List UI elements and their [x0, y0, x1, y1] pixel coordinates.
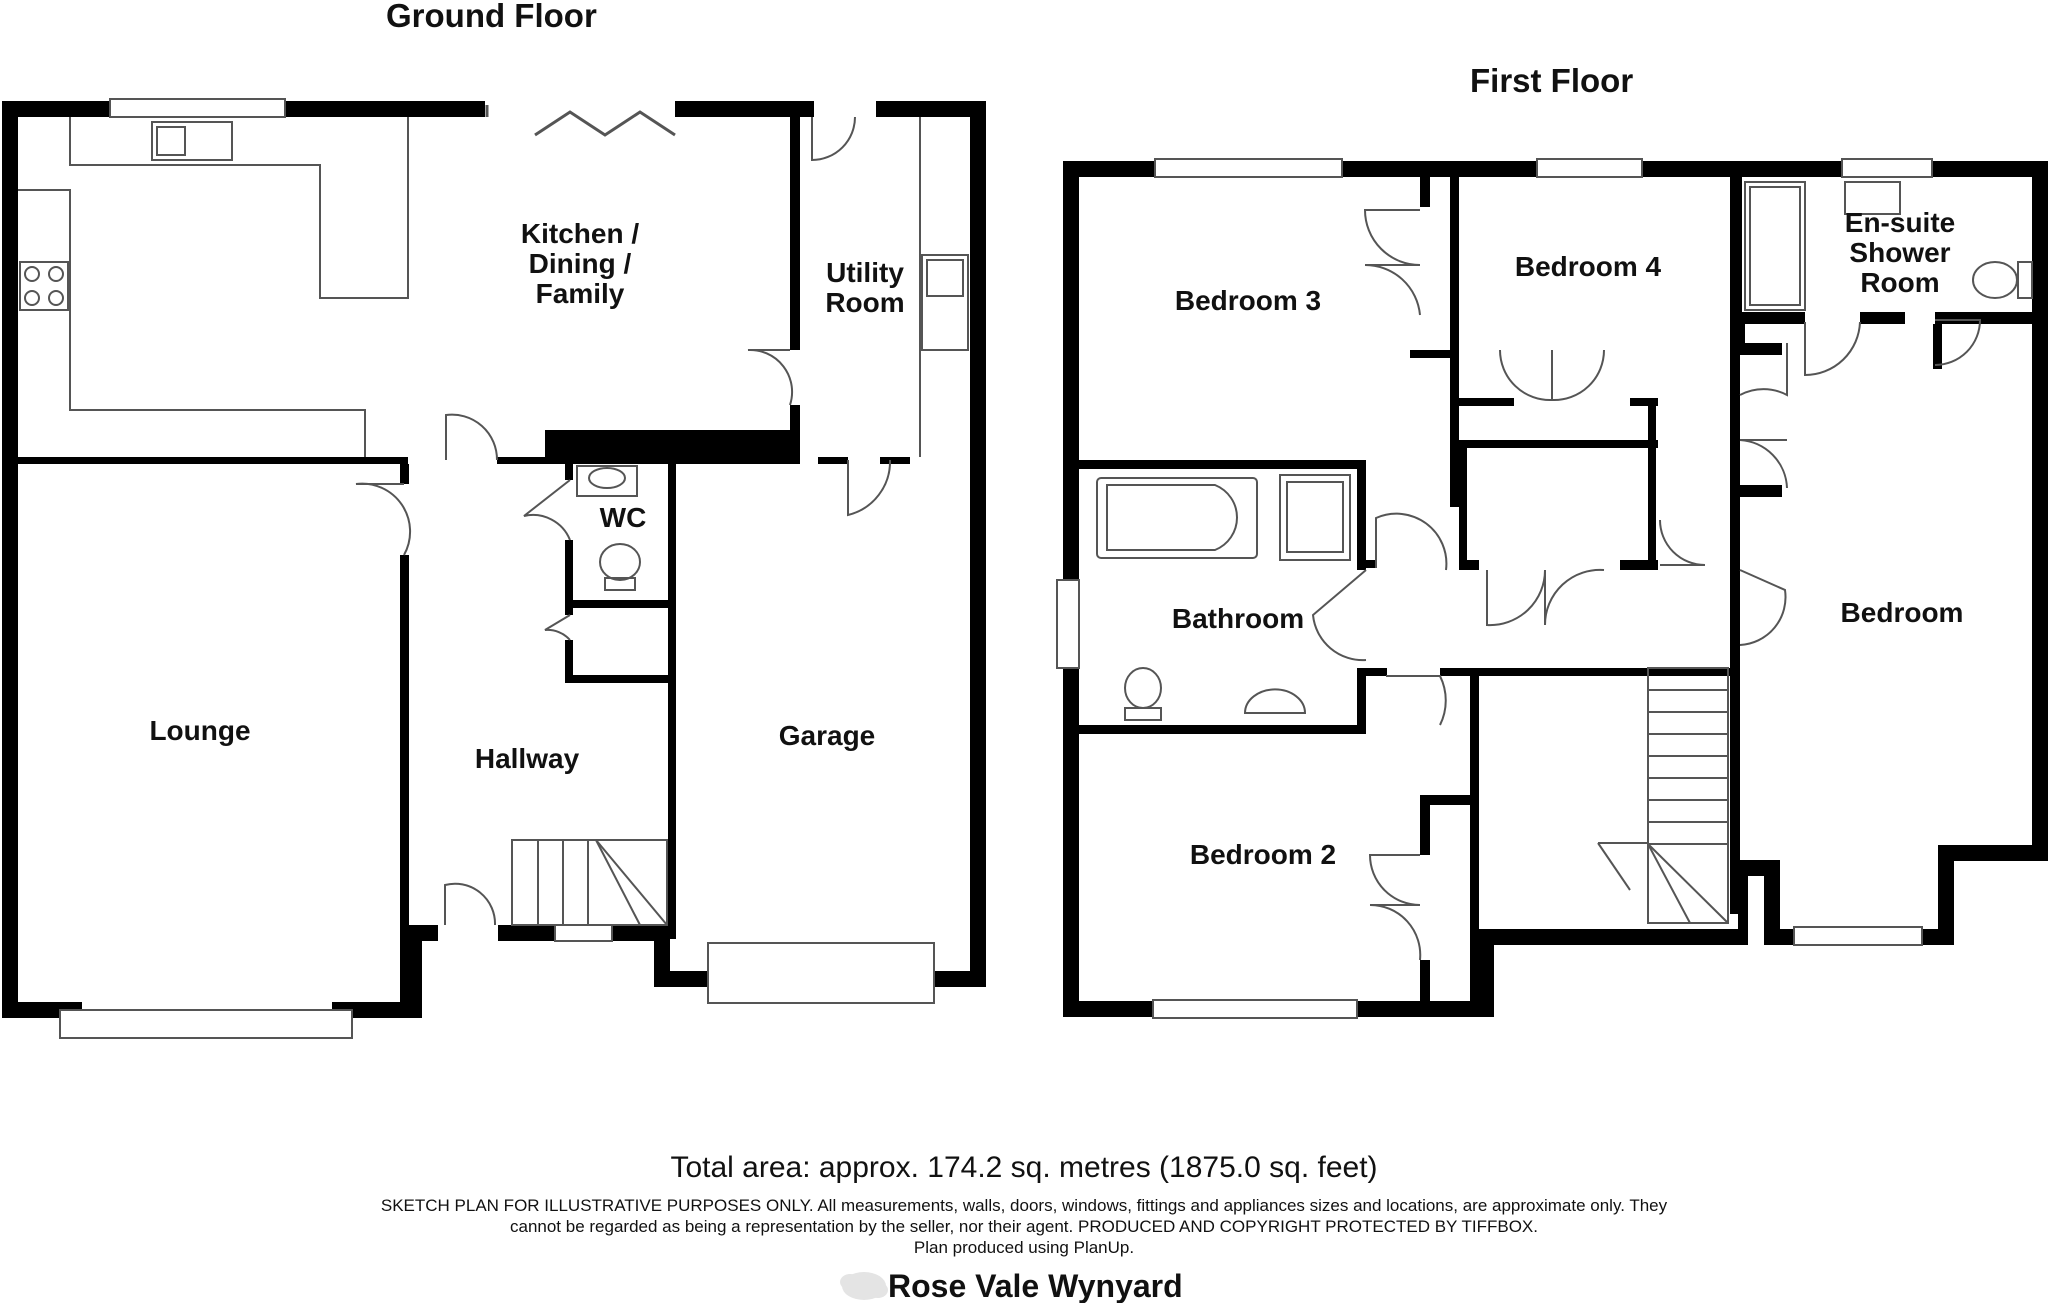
room-label-wc: WC [600, 502, 647, 533]
ground-doors [355, 116, 892, 926]
room-label-garage: Garage [779, 720, 876, 751]
disclaimer-line-2: cannot be regarded as being a representa… [510, 1217, 1538, 1236]
room-label-hallway: Hallway [475, 743, 580, 774]
ground-floor: Ground Floor [2, 0, 986, 1039]
room-label-ensuite: En-suite [1845, 207, 1955, 238]
ground-room-labels: Kitchen / Dining / Family Utility Room W… [149, 218, 904, 774]
kitchen-units [18, 117, 969, 457]
room-label-utility: Room [825, 287, 904, 318]
room-label-ensuite: Shower [1849, 237, 1950, 268]
ground-windows [59, 98, 935, 1039]
first-floor: First Floor [1056, 62, 2048, 1019]
first-floor-title: First Floor [1470, 62, 1633, 99]
first-stairs [1597, 667, 1729, 924]
room-label-utility: Utility [826, 257, 904, 288]
room-label-bedroom: Bedroom [1841, 597, 1964, 628]
room-label-kitchen: Kitchen / [521, 218, 639, 249]
ground-floor-walls [2, 101, 986, 1018]
disclaimer-line-1: SKETCH PLAN FOR ILLUSTRATIVE PURPOSES ON… [381, 1196, 1668, 1215]
footer: Total area: approx. 174.2 sq. metres (18… [381, 1151, 1668, 1304]
first-doors [1311, 209, 1982, 961]
ground-floor-title: Ground Floor [386, 0, 597, 34]
bifold-door [534, 110, 676, 137]
room-label-bedroom-4: Bedroom 4 [1515, 251, 1662, 282]
room-label-kitchen: Family [536, 278, 625, 309]
first-floor-walls [1063, 161, 2048, 1017]
bathroom-fixtures [1096, 181, 2033, 721]
ground-stairs [511, 839, 668, 926]
wc-fixtures [576, 465, 641, 591]
blurred-house-number-icon [840, 1272, 888, 1300]
total-area: Total area: approx. 174.2 sq. metres (18… [670, 1151, 1377, 1184]
room-label-bedroom-2: Bedroom 2 [1190, 839, 1336, 870]
room-label-bathroom: Bathroom [1172, 603, 1304, 634]
first-windows [1056, 158, 1933, 1019]
room-label-kitchen: Dining / [529, 248, 632, 279]
room-label-ensuite: Room [1860, 267, 1939, 298]
disclaimer-line-3: Plan produced using PlanUp. [914, 1238, 1134, 1257]
first-room-labels: Bedroom 3 Bedroom 4 En-suite Shower Room… [1172, 207, 1964, 870]
room-label-bedroom-3: Bedroom 3 [1175, 285, 1321, 316]
room-label-lounge: Lounge [149, 715, 250, 746]
property-address: Rose Vale Wynyard [888, 1268, 1183, 1303]
